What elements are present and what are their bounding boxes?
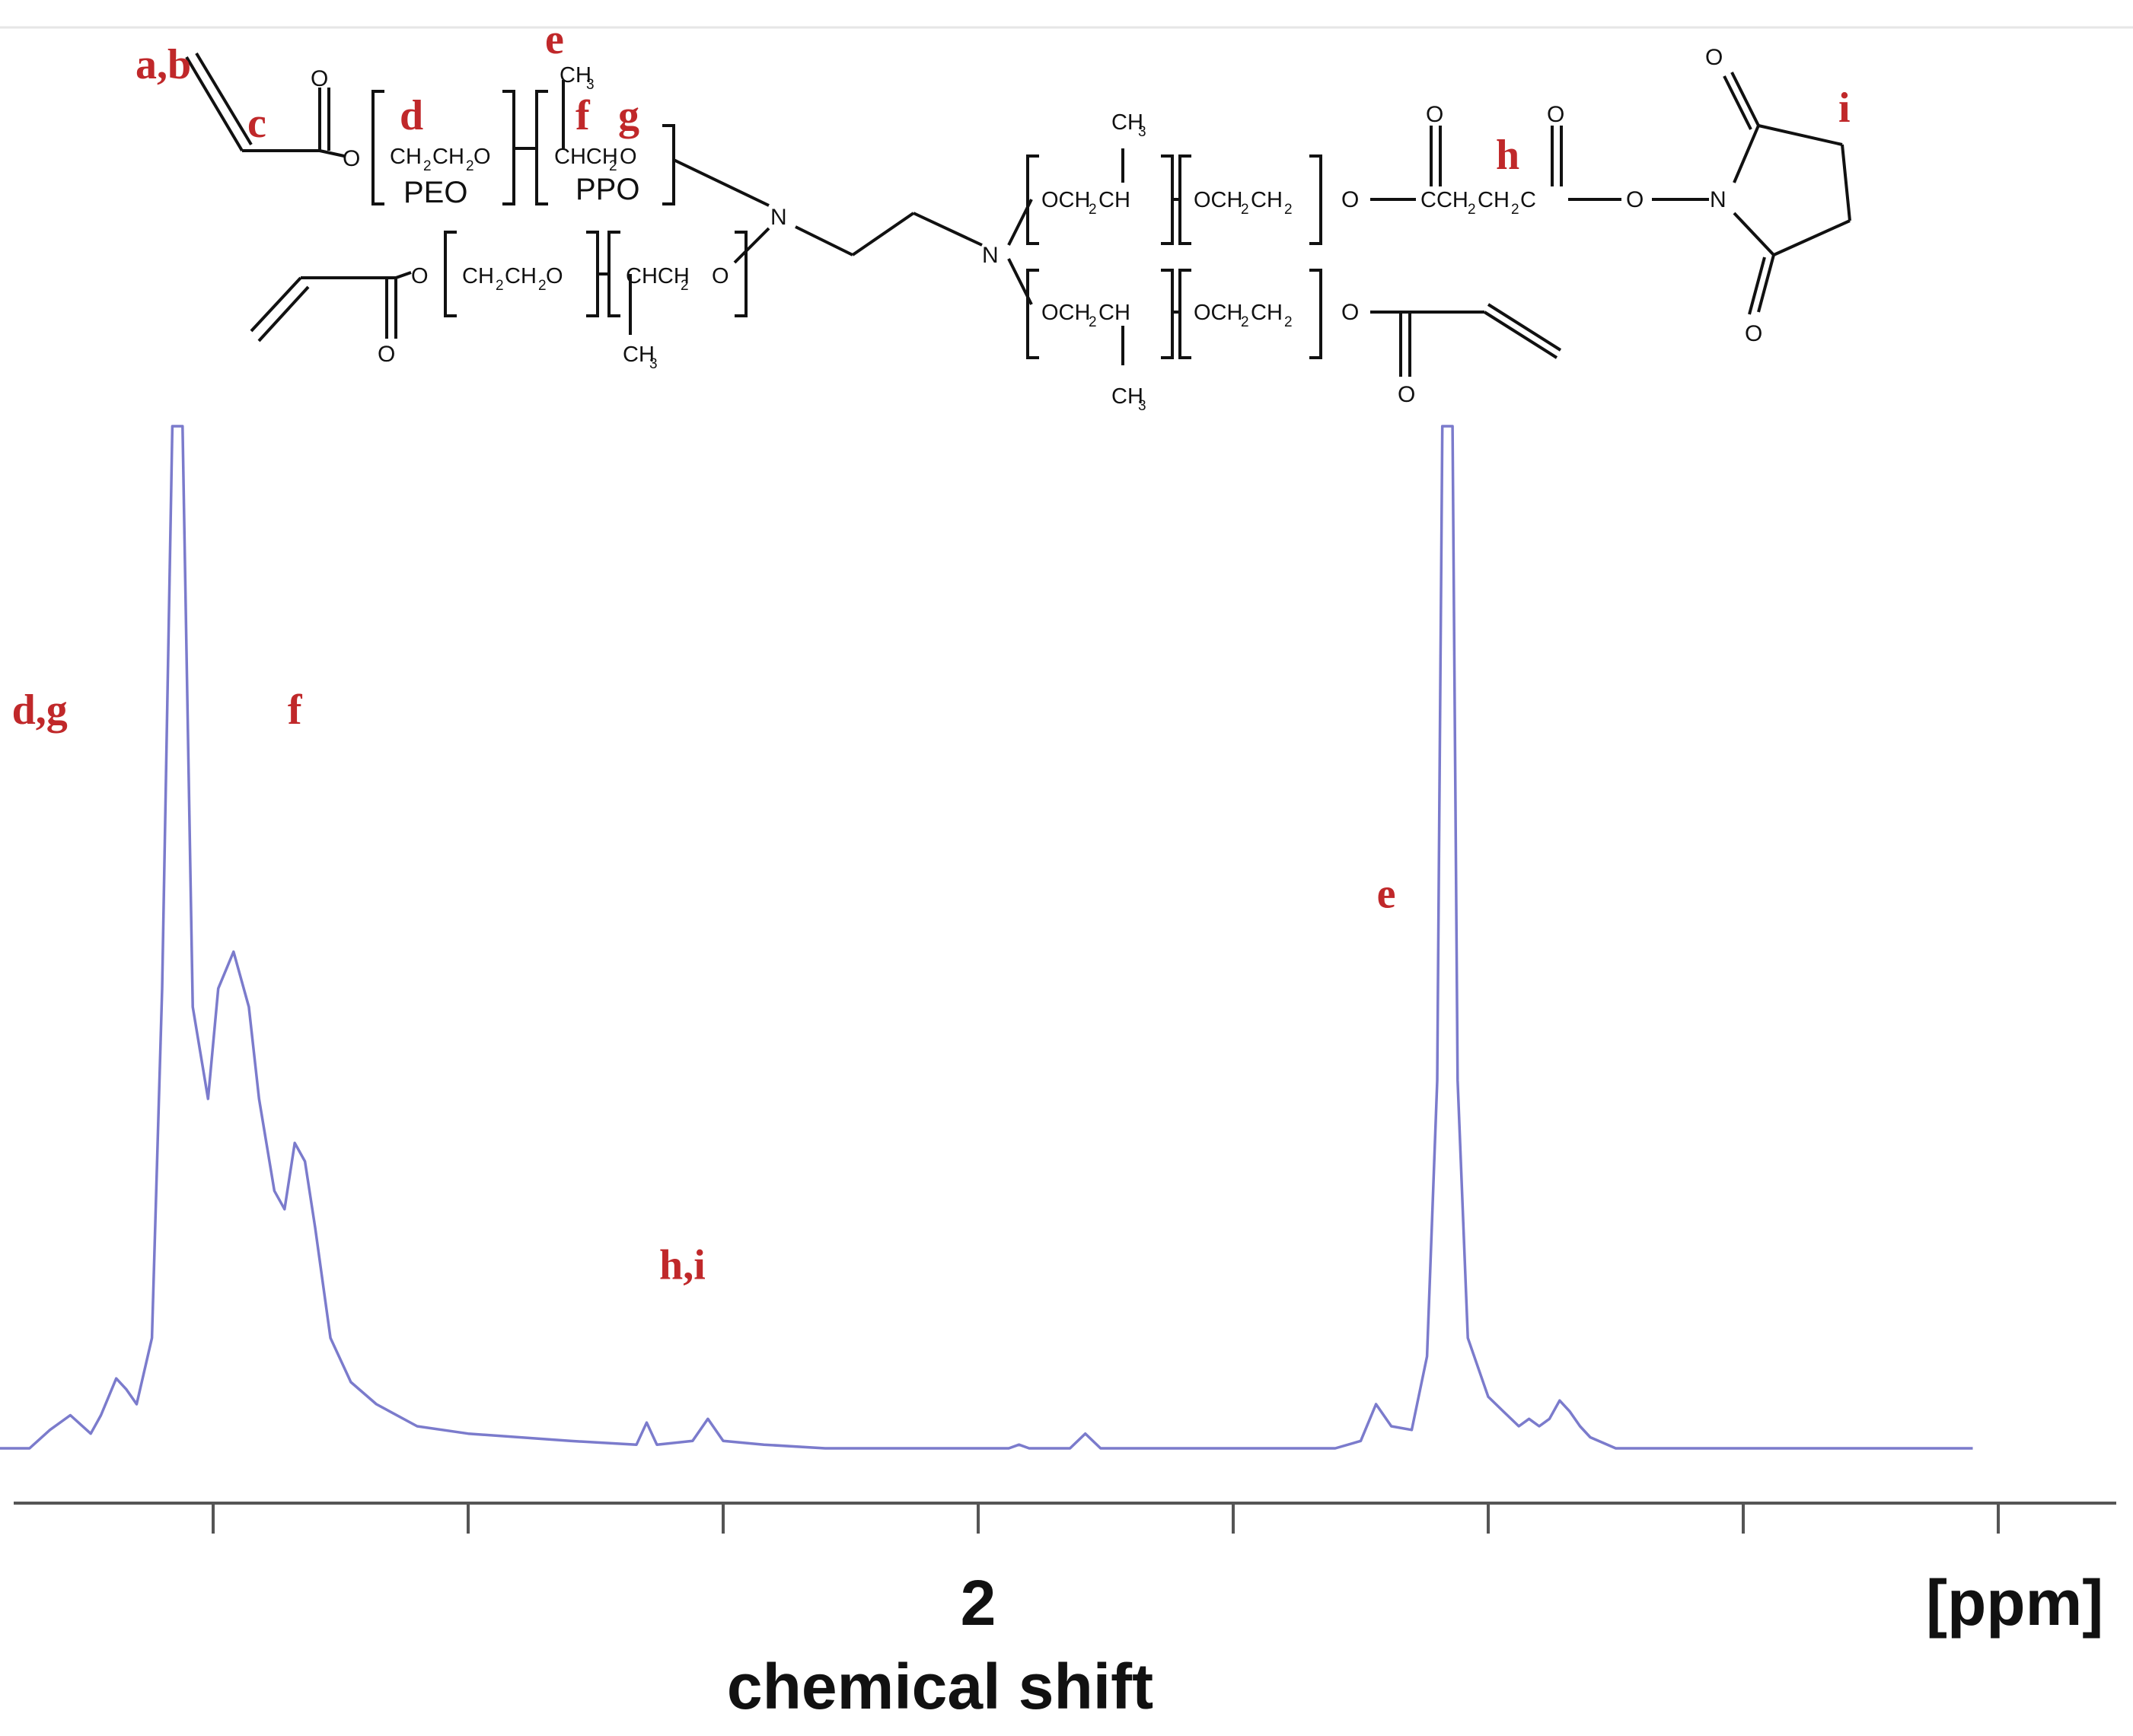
svg-text:OCH: OCH — [1194, 301, 1242, 325]
x-tick-label: 2 — [961, 1567, 996, 1639]
x-axis-ticks — [212, 1505, 2000, 1534]
svg-text:O: O — [473, 145, 491, 169]
svg-text:CH: CH — [623, 342, 655, 367]
svg-text:O: O — [1426, 102, 1443, 127]
peak-label: f — [288, 686, 303, 734]
svg-text:3: 3 — [1138, 398, 1146, 414]
svg-text:O: O — [620, 145, 637, 169]
svg-text:CH: CH — [1251, 301, 1283, 325]
nmr-spectrum: acbd,gfh,ie — [0, 425, 1973, 1450]
x-axis-unit: [ppm] — [1926, 1567, 2103, 1639]
svg-text:CH: CH — [1251, 188, 1283, 212]
structure-text: O O CH 2 CH 2 O PEO CHCH 2 O CH 3 PPO N … — [311, 45, 1762, 414]
svg-text:2: 2 — [1511, 202, 1519, 218]
svg-text:2: 2 — [538, 278, 547, 294]
svg-text:2: 2 — [466, 158, 474, 174]
svg-text:CH: CH — [462, 264, 494, 288]
svg-text:2: 2 — [1468, 202, 1476, 218]
svg-text:CH: CH — [1478, 188, 1510, 212]
peak-label: h,i — [659, 1242, 706, 1289]
struct-label-i: i — [1838, 84, 1851, 132]
svg-text:O: O — [411, 264, 429, 288]
svg-text:CCH: CCH — [1420, 188, 1468, 212]
svg-text:O: O — [311, 66, 328, 91]
peak-label: e — [1377, 871, 1396, 918]
svg-text:O: O — [378, 342, 395, 367]
svg-text:O: O — [1745, 321, 1762, 346]
struct-label-ab: a,b — [136, 41, 191, 88]
x-axis-title: chemical shift — [727, 1651, 1153, 1722]
svg-text:O: O — [1547, 102, 1564, 127]
svg-text:2: 2 — [681, 278, 689, 294]
svg-text:O: O — [1626, 187, 1644, 212]
x-axis-tick-labels: 642 — [961, 1567, 996, 1639]
svg-text:2: 2 — [1241, 202, 1249, 218]
svg-text:3: 3 — [649, 356, 658, 372]
chemical-structure — [185, 52, 1851, 377]
svg-text:CH: CH — [432, 145, 464, 169]
svg-text:CH: CH — [560, 63, 591, 88]
svg-text:CH: CH — [1098, 188, 1130, 212]
struct-label-h: h — [1496, 132, 1519, 179]
svg-text:O: O — [1341, 187, 1359, 212]
svg-text:2: 2 — [423, 158, 432, 174]
peo-label: PEO — [403, 176, 467, 209]
svg-text:C: C — [1520, 188, 1536, 212]
svg-text:2: 2 — [496, 278, 504, 294]
spectrum-line — [0, 425, 1973, 1450]
svg-text:O: O — [1341, 300, 1359, 325]
svg-text:N: N — [982, 243, 999, 268]
svg-text:2: 2 — [1284, 202, 1293, 218]
svg-text:CHCH: CHCH — [554, 145, 618, 169]
svg-text:O: O — [343, 146, 360, 171]
svg-text:OCH: OCH — [1041, 188, 1090, 212]
struct-label-g: g — [618, 92, 639, 139]
svg-text:3: 3 — [586, 77, 595, 93]
svg-text:O: O — [546, 264, 563, 288]
struct-label-c: c — [247, 100, 266, 147]
ppo-label: PPO — [575, 173, 639, 206]
svg-text:CH: CH — [1111, 110, 1143, 135]
svg-text:OCH: OCH — [1041, 301, 1090, 325]
struct-label-e: e — [545, 16, 564, 63]
svg-text:2: 2 — [1284, 314, 1293, 330]
svg-text:CH: CH — [505, 264, 537, 288]
peak-labels: acbd,gfh,ie — [12, 686, 1396, 1289]
svg-text:N: N — [770, 205, 787, 230]
x-axis: 642 [ppm] chemical shift — [14, 1502, 2116, 1722]
svg-text:2: 2 — [1241, 314, 1249, 330]
svg-text:2: 2 — [1089, 202, 1097, 218]
svg-text:2: 2 — [1089, 314, 1097, 330]
peak-label: d,g — [12, 686, 68, 734]
svg-text:O: O — [1398, 382, 1415, 407]
svg-text:3: 3 — [1138, 124, 1146, 140]
struct-label-f: f — [575, 92, 591, 139]
svg-text:OCH: OCH — [1194, 188, 1242, 212]
svg-text:O: O — [712, 264, 729, 288]
svg-text:CHCH: CHCH — [626, 264, 690, 288]
structure-red-labels: a,b c d e f g h i — [136, 16, 1851, 179]
svg-text:2: 2 — [609, 158, 617, 174]
svg-text:O: O — [1705, 45, 1723, 70]
struct-label-d: d — [400, 92, 423, 139]
svg-text:CH: CH — [1098, 301, 1130, 325]
svg-text:N: N — [1710, 187, 1726, 212]
svg-text:CH: CH — [390, 145, 422, 169]
svg-text:CH: CH — [1111, 384, 1143, 409]
